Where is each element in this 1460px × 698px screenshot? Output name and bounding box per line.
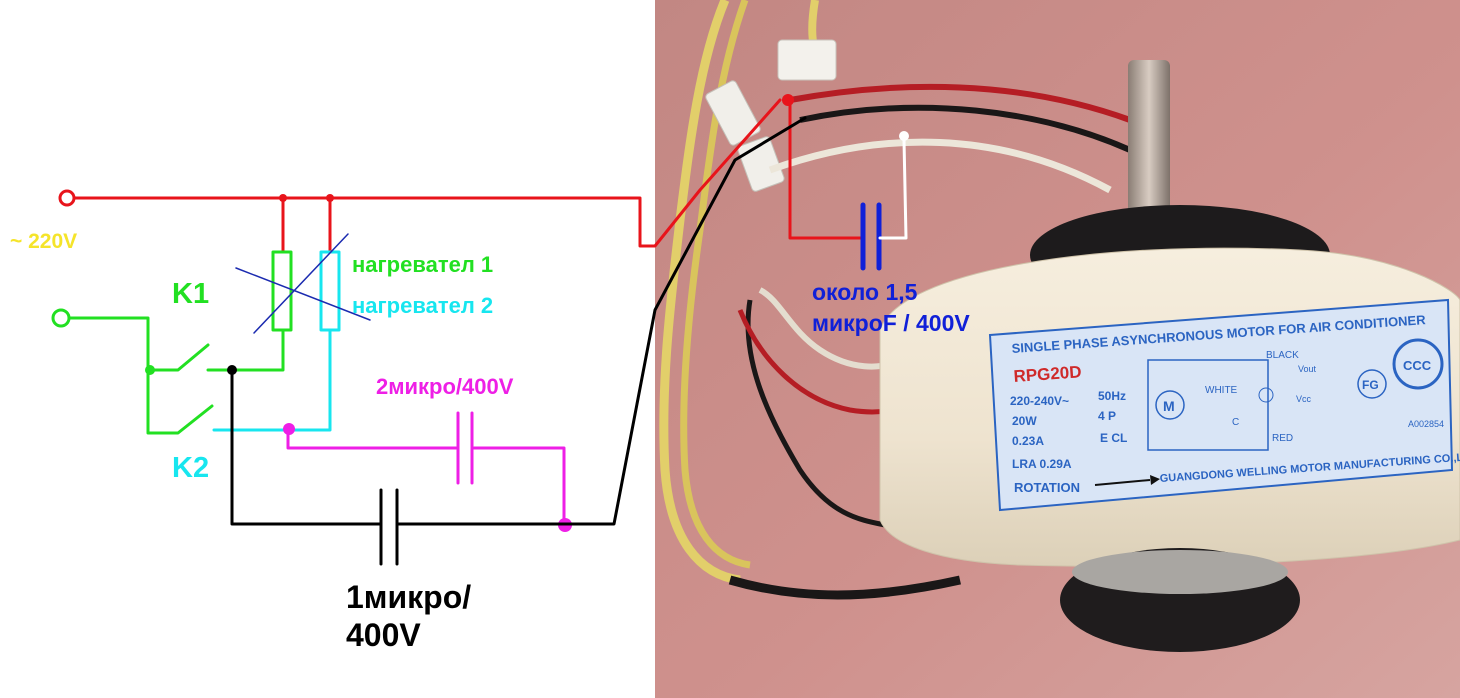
heater-2-label: нагревател 2 bbox=[352, 293, 494, 318]
label-lra: LRA 0.29A bbox=[1012, 457, 1072, 471]
motor-photo: SINGLE PHASE ASYNCHRONOUS MOTOR FOR AIR … bbox=[655, 0, 1460, 698]
supply-terminal bbox=[58, 189, 76, 207]
heater-1-label: нагревател 1 bbox=[352, 252, 494, 277]
cap-2u-label: 2микро/400V bbox=[376, 374, 514, 399]
junction-green bbox=[145, 365, 155, 375]
control-wire bbox=[68, 316, 150, 372]
junction-white bbox=[899, 131, 909, 141]
label-rotation: ROTATION bbox=[1014, 480, 1080, 495]
supply-wire bbox=[73, 98, 782, 248]
label-motor-m: M bbox=[1163, 398, 1175, 414]
label-ccc: CCC bbox=[1403, 358, 1432, 373]
bottom-wire-black bbox=[728, 575, 961, 600]
loop-wire-black bbox=[745, 299, 886, 528]
switch-k1-label: K1 bbox=[172, 278, 210, 310]
overlay-wiring bbox=[51, 94, 909, 566]
label-voltage: 220-240V~ bbox=[1010, 394, 1069, 408]
label-power: 20W bbox=[1012, 414, 1037, 428]
switch-k2-right bbox=[212, 328, 332, 432]
heater-2 bbox=[319, 250, 341, 332]
label-ac-symbol bbox=[1258, 387, 1274, 403]
label-wire-red: RED bbox=[1272, 433, 1293, 444]
label-freq: 50Hz bbox=[1098, 389, 1126, 403]
label-fg-circle bbox=[1357, 369, 1387, 399]
heater-cross-a bbox=[235, 267, 371, 321]
label-motor-circle bbox=[1155, 390, 1185, 420]
switch-k1-right bbox=[206, 328, 285, 372]
switch-k2-left bbox=[146, 368, 214, 435]
heater-1 bbox=[271, 250, 293, 332]
cap-1u-label-line1: 1микро/ bbox=[346, 579, 472, 615]
label-cap-c: C bbox=[1232, 417, 1239, 428]
motor-wire-white bbox=[768, 138, 1112, 194]
ccc-mark bbox=[1392, 338, 1444, 390]
supply-label: ~ 220V bbox=[10, 230, 78, 253]
label-model: RPG20D bbox=[1013, 362, 1082, 386]
switch-k1-left bbox=[146, 343, 210, 372]
label-vcc: Vcc bbox=[1296, 394, 1312, 404]
label-fg: FG bbox=[1362, 378, 1379, 392]
cap-1u-label-line2: 400V bbox=[346, 617, 421, 653]
run-cap-white-lead bbox=[878, 138, 908, 240]
junction-red-motor bbox=[782, 94, 794, 106]
label-poles: 4 P bbox=[1098, 409, 1116, 423]
control-terminal bbox=[51, 308, 71, 328]
label-wire-black: BLACK bbox=[1266, 350, 1299, 361]
label-current: 0.23A bbox=[1012, 434, 1044, 448]
yellow-wire-bundle bbox=[659, 0, 741, 585]
junction-black bbox=[227, 365, 237, 375]
label-serial: A002854 bbox=[1408, 419, 1444, 429]
rotation-arrow-head bbox=[1150, 475, 1160, 485]
label-schematic-box bbox=[1147, 359, 1269, 451]
connector-top bbox=[777, 39, 837, 81]
motor-label-plate: SINGLE PHASE ASYNCHRONOUS MOTOR FOR AIR … bbox=[988, 298, 1460, 512]
common-wire-left bbox=[230, 368, 382, 526]
motor-bottom-ring bbox=[1072, 550, 1288, 594]
rotation-arrow bbox=[1094, 479, 1151, 486]
label-wire-white: WHITE bbox=[1205, 385, 1238, 396]
run-cap-label-line1: около 1,5 bbox=[812, 279, 918, 305]
motor-wire-black bbox=[799, 104, 1132, 153]
junction-magenta-1 bbox=[283, 423, 295, 435]
label-class: E CL bbox=[1100, 431, 1127, 445]
run-cap-label-line2: микроF / 400V bbox=[812, 310, 970, 336]
heater-cross-b bbox=[253, 233, 349, 334]
common-wire-right bbox=[396, 116, 807, 526]
run-cap-red-lead bbox=[788, 98, 864, 240]
motor-wire-red bbox=[789, 83, 1132, 123]
switch-k2-label: K2 bbox=[172, 452, 210, 484]
label-vout: Vout bbox=[1298, 364, 1317, 374]
cap-2u-wire-right bbox=[472, 446, 566, 525]
label-plate-bg bbox=[988, 298, 1454, 512]
